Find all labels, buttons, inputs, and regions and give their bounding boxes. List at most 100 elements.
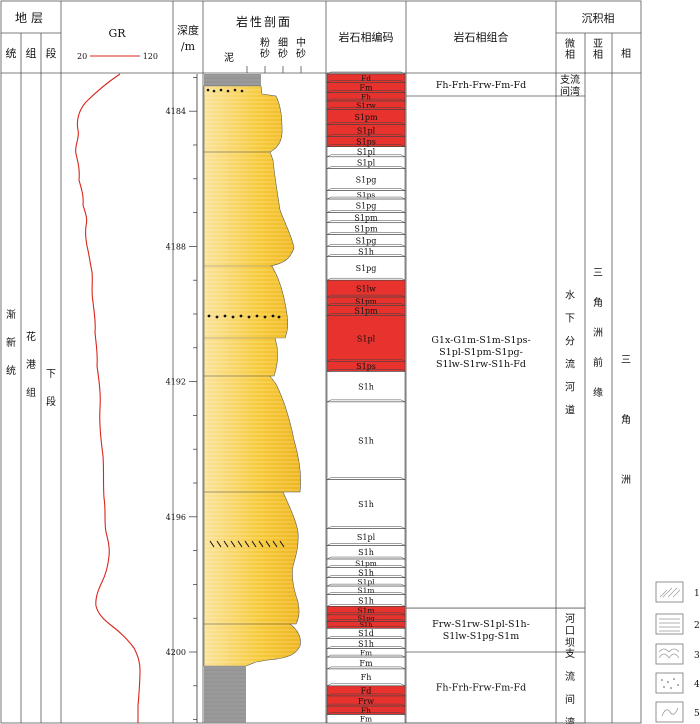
microfacies-label: 水下分流河道 <box>565 290 575 417</box>
code-cell <box>326 479 406 529</box>
assoc-line: S1lw-S1pg-S1m <box>443 631 519 642</box>
header-micro: 微相 <box>565 37 575 61</box>
legend-label-1: 1 <box>694 589 700 599</box>
header-grain-silt: 粉砂 <box>260 36 270 60</box>
legend-label-2: 2 <box>694 621 700 631</box>
code-label: S1pm <box>354 113 378 122</box>
lithology-profile <box>203 74 301 723</box>
header-sed: 沉积相 <box>582 12 615 25</box>
depth-tick-label: 4188 <box>166 242 186 251</box>
legend-label-3: 3 <box>694 651 700 661</box>
legend-item-4: 4 <box>655 672 700 694</box>
code-label: S1h <box>358 568 374 577</box>
gr-curve <box>75 73 141 723</box>
microfacies-label: 支流间湾 <box>560 73 580 98</box>
code-label: S1pg <box>358 614 375 622</box>
code-label: S1pl <box>357 159 376 168</box>
code-label: S1lw <box>356 284 376 293</box>
code-label: Fm <box>359 83 373 92</box>
header-tong: 统 <box>6 47 17 60</box>
legend-item-5: 5 <box>655 701 700 723</box>
depth-tick-label: 4192 <box>166 378 186 387</box>
code-label: Fm <box>360 714 372 723</box>
code-label: S1d <box>358 629 374 638</box>
code-label: S1m <box>358 586 375 595</box>
code-label: S1h <box>358 639 374 648</box>
subfacies-label: 三角洲前缘 <box>593 268 603 399</box>
code-label: S1ps <box>357 190 376 199</box>
legend-label-4: 4 <box>694 680 700 690</box>
code-label: S1pm <box>354 224 378 233</box>
code-cell <box>326 315 406 362</box>
code-label: Frw <box>358 697 374 706</box>
mud-bottom <box>204 666 246 723</box>
header-assoc: 岩石相组合 <box>454 30 509 44</box>
code-label: S1rw <box>356 101 376 110</box>
code-label: S1pg <box>356 236 377 245</box>
code-label: S1pl <box>357 334 376 343</box>
code-label: S1pg <box>356 264 377 273</box>
depth-tick-label: 4200 <box>166 648 186 657</box>
header-grain-mid: 中砂 <box>296 36 306 60</box>
code-label: Fh <box>361 92 371 101</box>
legend-item-3: 3 <box>655 643 700 665</box>
facies-label: 三角洲 <box>621 355 631 486</box>
assoc-line: G1x-G1m-S1m-S1ps- <box>431 335 530 346</box>
header-strata: 地层 <box>15 11 47 25</box>
lithofacies-associations: Fh-Frh-Frw-Fm-FdG1x-G1m-S1m-S1ps-S1pl-S1… <box>406 80 556 724</box>
header-zu: 组 <box>26 46 37 60</box>
legend: 1 2 3 4 5 <box>655 581 700 723</box>
code-label: S1pm <box>355 297 377 306</box>
strata-member: 下段 <box>46 369 56 408</box>
code-cell <box>326 371 406 403</box>
code-label: S1m <box>358 606 375 615</box>
code-label: Fm <box>359 659 373 668</box>
legend-item-2: 2 <box>655 613 700 635</box>
code-label: Fh <box>361 706 371 715</box>
strata-series: 渐新统 <box>6 308 16 377</box>
code-cell <box>326 714 406 724</box>
header-facies: 相 <box>621 47 631 60</box>
lithofacies-codes: FdFmFhS1rwS1pmS1plS1psS1plS1plS1pgS1psS1… <box>326 71 406 724</box>
code-label: S1pm <box>354 306 378 315</box>
code-label: S1h <box>358 247 374 256</box>
code-label: S1ps <box>356 362 376 371</box>
code-label: Fd <box>361 687 372 696</box>
header-sub: 亚相 <box>593 39 603 61</box>
legend-label-5: 5 <box>694 709 700 719</box>
gravel-dots <box>206 88 281 319</box>
code-label: S1pm <box>354 213 378 222</box>
header-depth: 深度 <box>177 23 199 37</box>
depth-tick-label: 4196 <box>166 513 186 522</box>
code-label: S1ps <box>356 137 376 146</box>
code-cell <box>326 401 406 480</box>
code-label: Fm <box>360 648 372 657</box>
header-profile: 岩性剖面 <box>236 14 292 29</box>
code-label: S1pl <box>357 533 376 542</box>
code-label: S1pl <box>357 148 376 157</box>
code-label: S1pl <box>357 126 376 135</box>
header-gr-max: 120 <box>143 52 158 61</box>
assoc-line: S1lw-S1rw-S1h-Fd <box>436 359 526 370</box>
code-label: Fd <box>361 74 371 83</box>
cross-bedding <box>209 540 285 548</box>
strata-columns: 渐新统 花港组 下段 <box>6 308 56 408</box>
assoc-line: Fh-Frh-Frw-Fm-Fd <box>436 683 526 694</box>
code-label: S1pm <box>355 559 377 568</box>
code-label: S1h <box>360 621 373 629</box>
code-label: S1pl <box>358 577 376 586</box>
table-frame <box>0 0 642 724</box>
header-gr: GR <box>108 27 126 40</box>
header-depth-unit: /m <box>181 40 196 53</box>
sand-lamination <box>204 86 301 666</box>
strata-formation: 花港组 <box>26 330 36 399</box>
microfacies-label: 河口坝 <box>565 613 575 649</box>
code-label: Fh <box>361 673 372 682</box>
header-code: 岩石相编码 <box>339 30 394 44</box>
code-label: S1h <box>358 596 374 605</box>
microfacies-label: 支流间湾 <box>565 648 575 724</box>
assoc-line: Fh-Frh-Frw-Fm-Fd <box>436 80 526 91</box>
